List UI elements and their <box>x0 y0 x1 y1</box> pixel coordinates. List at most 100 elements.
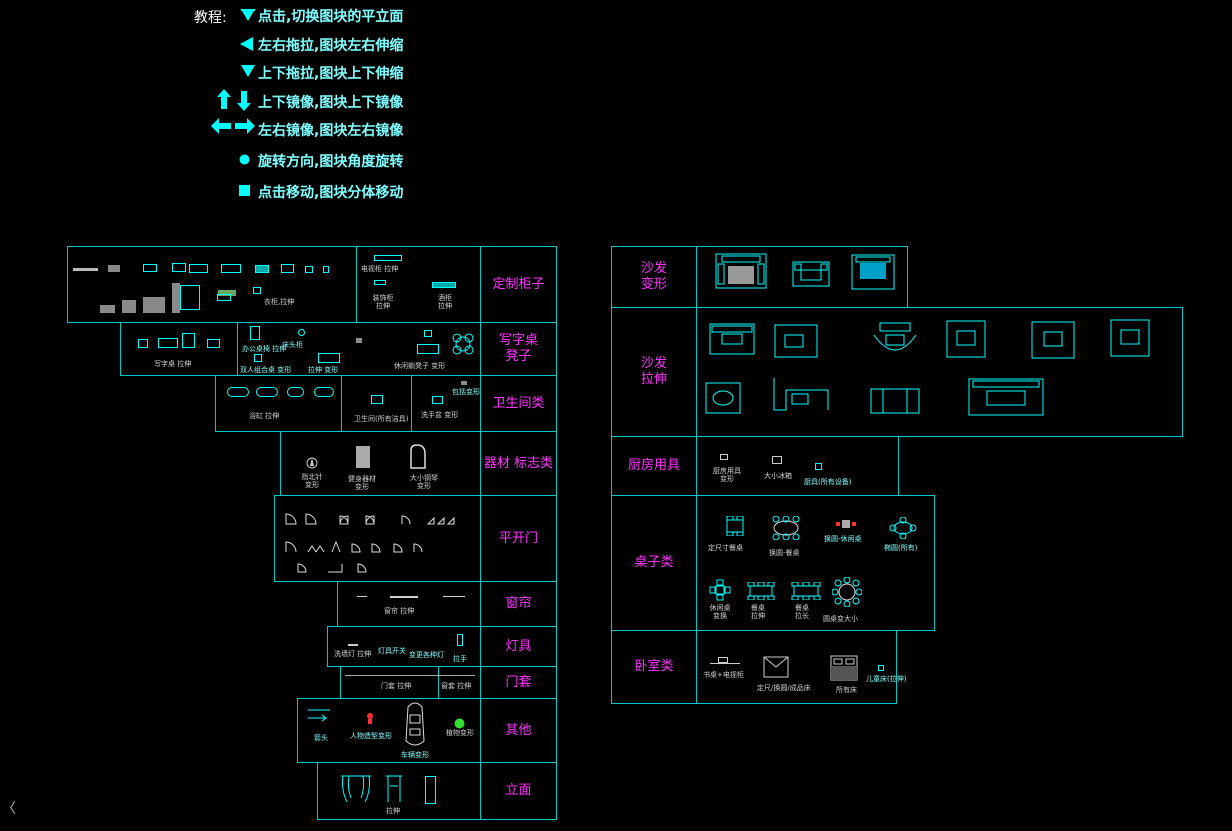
leisure-table-icon[interactable] <box>709 579 731 601</box>
desk-tv-icon[interactable] <box>710 663 740 664</box>
sofa-stretch-icon[interactable] <box>1030 320 1076 360</box>
arrow-icon[interactable] <box>306 706 332 730</box>
cabinet-block[interactable] <box>218 290 236 296</box>
bathtub-icon[interactable] <box>314 387 334 397</box>
sofa-stretch-icon[interactable] <box>772 376 830 414</box>
curtain-block[interactable] <box>357 596 367 597</box>
cabinet-block[interactable] <box>73 268 98 271</box>
car-icon[interactable] <box>404 701 426 747</box>
desk-block[interactable] <box>138 339 148 348</box>
category-elevation[interactable]: 立面 <box>505 783 532 798</box>
plant-icon[interactable] <box>454 718 465 729</box>
toilet-icon[interactable] <box>371 395 383 404</box>
desk-block[interactable] <box>207 339 220 348</box>
oval-table-icon[interactable] <box>768 516 804 540</box>
wall-washer-icon[interactable] <box>348 644 358 646</box>
cabinet-block[interactable] <box>189 264 208 273</box>
category-equipment[interactable]: 器材 标志类 <box>483 455 554 471</box>
cabinet-block[interactable] <box>255 265 269 273</box>
sofa-set-icon[interactable] <box>714 250 768 290</box>
curtain-block[interactable] <box>390 596 418 598</box>
nightstand-block[interactable] <box>298 329 305 336</box>
desk-block[interactable] <box>158 338 178 348</box>
cabinet-block[interactable] <box>143 264 157 272</box>
lounge-chair-block[interactable] <box>417 344 439 354</box>
category-bathroom[interactable]: 卫生间类 <box>492 395 545 411</box>
leisure-table-icon[interactable] <box>836 517 856 531</box>
bed-icon[interactable] <box>829 654 859 682</box>
category-kitchen[interactable]: 厨房用具 <box>627 458 680 473</box>
category-bedroom[interactable]: 卧室类 <box>634 659 674 674</box>
bathtub-icon[interactable] <box>287 387 304 397</box>
cabinet-block[interactable] <box>143 297 165 313</box>
compass-icon[interactable] <box>306 457 318 469</box>
dining-table-icon[interactable] <box>745 582 777 600</box>
sofa-stretch-icon[interactable] <box>872 321 918 361</box>
bathtub-icon[interactable] <box>256 387 278 397</box>
desk-block[interactable] <box>356 338 362 343</box>
category-curtain[interactable]: 窗帘 <box>505 596 532 611</box>
category-table[interactable]: 桌子类 <box>634 555 674 570</box>
tv-cabinet-icon[interactable] <box>374 255 402 261</box>
door-elevation-icon[interactable] <box>425 776 436 804</box>
category-other[interactable]: 其他 <box>505 722 532 738</box>
cabinet-block[interactable] <box>217 294 231 301</box>
door-frame-block[interactable] <box>345 675 475 676</box>
cabinet-block[interactable] <box>221 264 241 273</box>
wine-cabinet-icon[interactable] <box>432 282 456 288</box>
lounge-chair-block[interactable] <box>424 330 432 337</box>
category-frame[interactable]: 门套 <box>505 674 532 690</box>
oval-table-icon[interactable] <box>889 517 917 539</box>
desk-tv-icon[interactable] <box>718 657 728 663</box>
basin-block[interactable] <box>461 381 467 385</box>
cabinet-block[interactable] <box>323 266 329 273</box>
bathtub-icon[interactable] <box>227 387 249 397</box>
fitness-icon[interactable] <box>356 446 370 468</box>
category-swing-door[interactable]: 平开门 <box>498 530 538 546</box>
cabinet-block[interactable] <box>281 264 294 273</box>
group-desk-block[interactable] <box>318 353 340 363</box>
curtain-elevation-icon[interactable] <box>339 774 373 804</box>
cabinet-block[interactable] <box>253 287 261 294</box>
sofa-stretch-icon[interactable] <box>945 319 987 359</box>
category-lamp[interactable]: 灯具 <box>505 638 532 654</box>
appliance-icon[interactable] <box>815 463 822 470</box>
cabinet-block[interactable] <box>305 266 313 273</box>
sofa-stretch-icon[interactable] <box>708 322 756 356</box>
kitchenware-icon[interactable] <box>720 454 728 460</box>
dining-table-icon[interactable] <box>723 516 747 536</box>
sofa-stretch-icon[interactable] <box>1109 318 1151 358</box>
cabinet-block[interactable] <box>100 305 115 313</box>
category-sofa-morph[interactable]: 沙发 变形 <box>640 261 667 292</box>
dining-table-icon[interactable] <box>789 582 823 600</box>
handle-icon[interactable] <box>457 634 463 646</box>
category-sofa-stretch[interactable]: 沙发 拉伸 <box>640 356 667 387</box>
sofa-set-icon[interactable] <box>850 253 896 291</box>
kids-bed-icon[interactable] <box>878 665 884 671</box>
category-cabinet[interactable]: 定制柜子 <box>492 276 545 292</box>
cabinet-block[interactable] <box>172 283 180 313</box>
round-table-icon[interactable] <box>452 333 474 355</box>
cabinet-block[interactable] <box>180 285 200 310</box>
office-desk-block[interactable] <box>254 354 262 362</box>
category-desk[interactable]: 写字桌 凳子 <box>498 333 538 364</box>
sofa-stretch-icon[interactable] <box>773 323 819 359</box>
office-desk-block[interactable] <box>250 326 260 340</box>
swing-door-icons[interactable] <box>282 512 462 574</box>
sofa-set-icon[interactable] <box>791 260 831 288</box>
cabinet-block[interactable] <box>108 265 120 272</box>
cabinet-block[interactable] <box>172 263 186 272</box>
piano-icon[interactable] <box>409 444 427 470</box>
curtain-elevation-icon[interactable] <box>384 774 404 804</box>
round-table-icon[interactable] <box>832 577 862 607</box>
bed-icon[interactable] <box>762 655 790 679</box>
basin-icon[interactable] <box>432 396 443 404</box>
cabinet-block[interactable] <box>122 300 136 313</box>
sofa-stretch-icon[interactable] <box>967 377 1045 417</box>
person-icon[interactable] <box>365 712 375 724</box>
curtain-block[interactable] <box>443 596 465 597</box>
fridge-icon[interactable] <box>772 456 782 464</box>
sofa-stretch-icon[interactable] <box>704 381 742 415</box>
sofa-stretch-icon[interactable] <box>869 387 921 415</box>
decor-cabinet-icon[interactable] <box>374 280 386 285</box>
